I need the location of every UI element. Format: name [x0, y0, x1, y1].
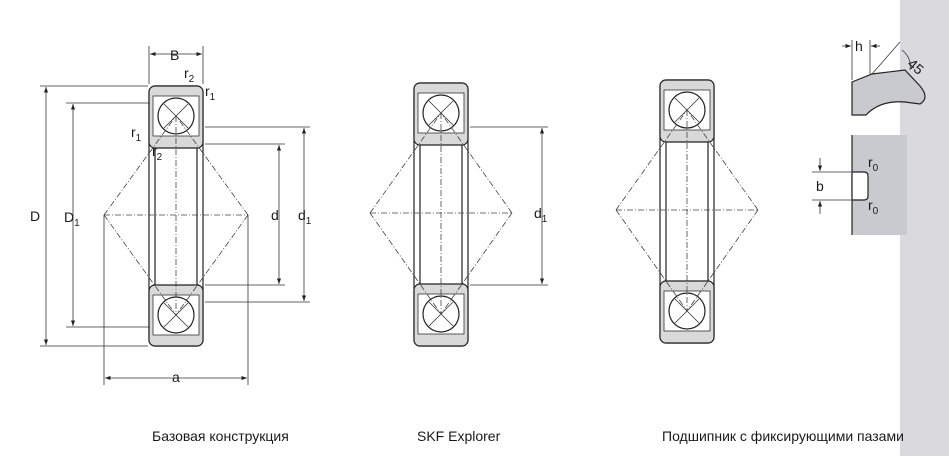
label-B: B [170, 47, 179, 63]
label-r0-bottom: r0 [868, 197, 879, 217]
top-ball-section [148, 85, 204, 149]
drawing-basic-design: B D D1 d d1 a r2 r1 r1 r2 [30, 46, 312, 385]
label-D1: D1 [64, 209, 80, 229]
label-b: b [816, 178, 824, 194]
caption-locating-slots: Подшипник с фиксирующими пазами [662, 428, 904, 444]
caption-skf-explorer: SKF Explorer [417, 428, 501, 444]
slot-detail-views: h 45 b r0 r0 [812, 0, 949, 456]
label-h: h [855, 38, 863, 54]
label-r1-inner: r1 [131, 124, 142, 144]
label-D: D [30, 208, 40, 224]
label-a: a [172, 369, 180, 385]
label-r2-top: r2 [184, 65, 195, 85]
drawing-locating-slots [615, 79, 759, 344]
label-r1-top: r1 [205, 83, 216, 103]
label-r2-inner: r2 [152, 143, 163, 163]
label-r0-top: r0 [868, 154, 879, 174]
drawing-skf-explorer: d1 [369, 82, 548, 347]
label-d: d [271, 207, 279, 223]
caption-basic-design: Базовая конструкция [152, 428, 289, 444]
label-d1: d1 [534, 205, 548, 225]
label-d1: d1 [298, 207, 312, 227]
